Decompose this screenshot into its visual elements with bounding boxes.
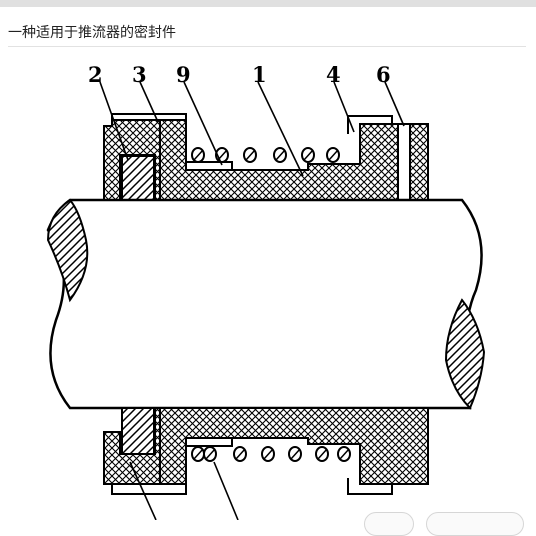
callout-3: 3	[132, 62, 147, 87]
floating-control-right[interactable]	[426, 512, 524, 536]
callout-2: 2	[88, 62, 103, 87]
end-ring-top	[409, 123, 429, 201]
floating-control-left[interactable]	[364, 512, 414, 536]
callout-4: 4	[326, 62, 341, 87]
callout-1: 1	[252, 62, 267, 87]
callout-6: 6	[376, 62, 391, 87]
title-divider	[8, 46, 526, 47]
insert-block-top	[121, 155, 155, 201]
flange-outline-bottom	[347, 478, 393, 495]
end-ring-gap-top	[397, 123, 411, 201]
insert-block-bottom	[121, 407, 155, 455]
shaft-break-left	[46, 198, 89, 303]
page-title: 一种适用于推流器的密封件	[8, 25, 176, 41]
shaft	[46, 198, 483, 410]
shaft-break-right	[444, 298, 486, 410]
callout-9: 9	[176, 62, 191, 87]
top-strip	[0, 0, 536, 7]
seal-body-bottom	[159, 407, 429, 485]
spring-bottom	[191, 446, 351, 462]
spring-top	[191, 147, 340, 163]
flange-outline-top	[347, 115, 393, 134]
seal-diagram: 2 3 9 1 4 6	[46, 62, 486, 520]
leader-lines	[99, 81, 405, 520]
left-housing-bottom	[103, 407, 161, 485]
